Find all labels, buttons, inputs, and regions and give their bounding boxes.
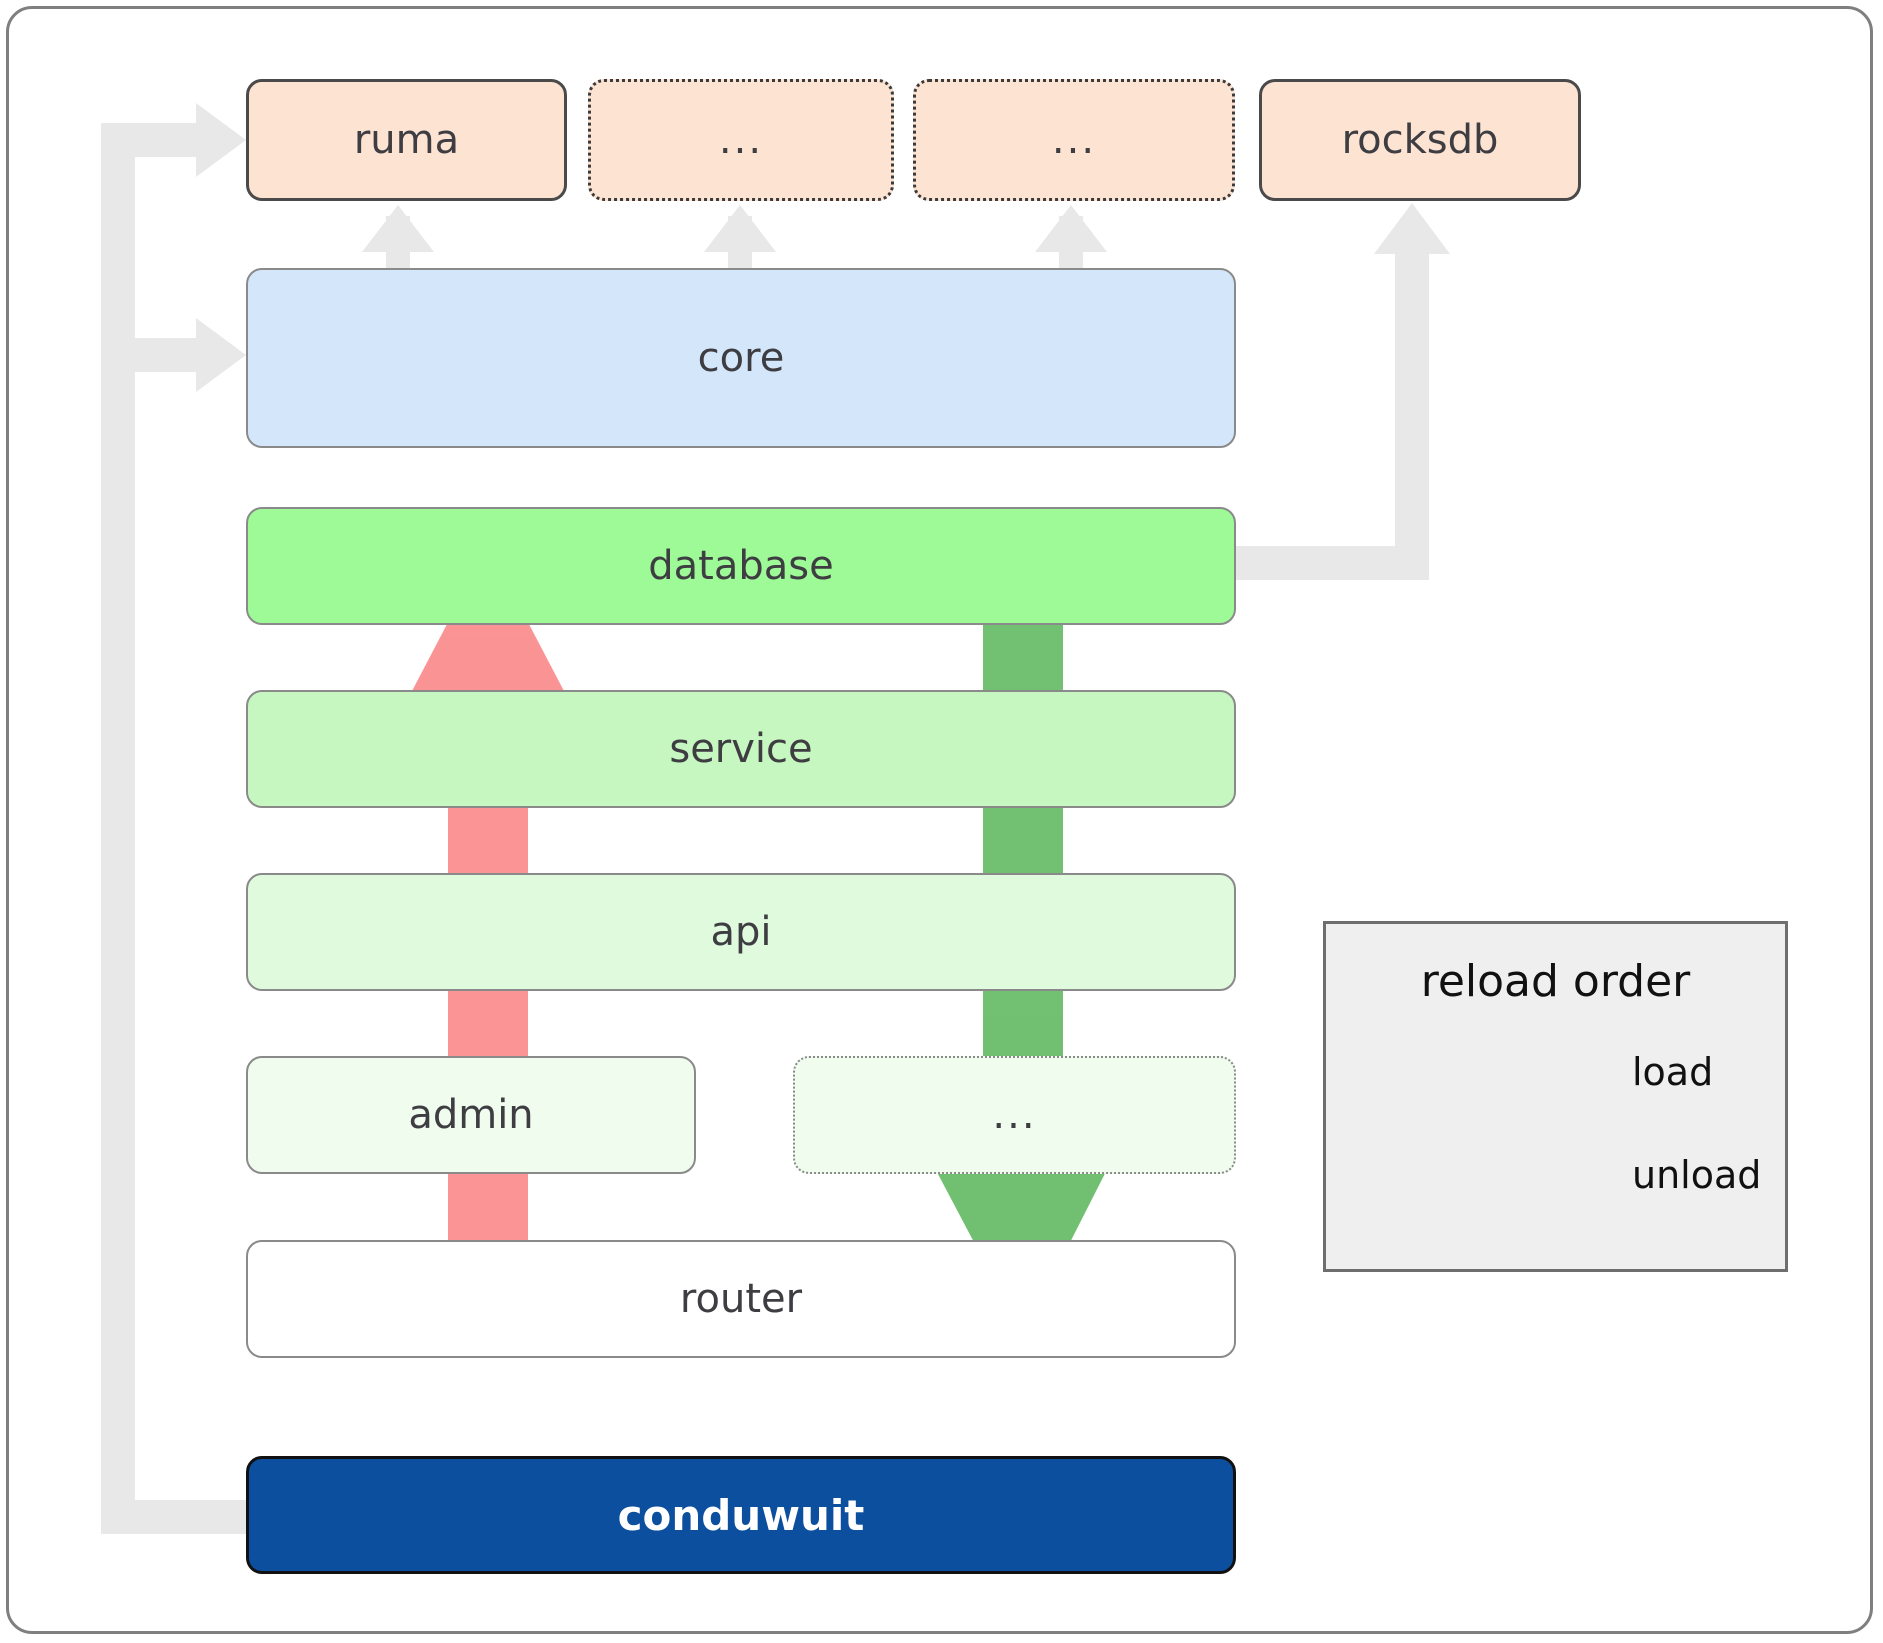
legend-panel: reload order — [1323, 921, 1788, 1272]
legend-unload-text: unload — [1632, 1153, 1762, 1197]
node-router[interactable]: router — [246, 1240, 1236, 1358]
legend-load-text: load — [1632, 1050, 1714, 1094]
node-api-label: api — [710, 909, 772, 955]
node-api[interactable]: api — [246, 873, 1236, 991]
node-service[interactable]: service — [246, 690, 1236, 808]
legend-title: reload order — [1420, 956, 1691, 1007]
node-ruma[interactable]: ruma — [246, 79, 567, 201]
node-dependency-placeholder-1[interactable]: ... — [588, 79, 894, 201]
node-rocksdb[interactable]: rocksdb — [1259, 79, 1581, 201]
node-core[interactable]: core — [246, 268, 1236, 448]
node-conduwuit-label: conduwuit — [617, 1490, 865, 1540]
node-admin-label: admin — [408, 1092, 534, 1138]
node-dependency-placeholder-2-label: ... — [1051, 117, 1097, 163]
node-dependency-placeholder-1-label: ... — [718, 117, 764, 163]
node-service-label: service — [669, 726, 813, 772]
node-admin-placeholder[interactable]: ... — [793, 1056, 1236, 1174]
node-database[interactable]: database — [246, 507, 1236, 625]
legend-label-load: load — [1632, 1050, 1713, 1094]
node-router-label: router — [679, 1276, 803, 1322]
node-ruma-label: ruma — [353, 117, 460, 163]
node-core-label: core — [697, 335, 785, 381]
diagram-frame — [6, 6, 1873, 1634]
node-database-label: database — [648, 543, 834, 589]
node-admin[interactable]: admin — [246, 1056, 696, 1174]
legend-label-unload: unload — [1632, 1153, 1761, 1197]
node-dependency-placeholder-2[interactable]: ... — [913, 79, 1235, 201]
node-rocksdb-label: rocksdb — [1341, 117, 1499, 163]
node-conduwuit[interactable]: conduwuit — [246, 1456, 1236, 1574]
node-admin-placeholder-label: ... — [992, 1092, 1037, 1138]
